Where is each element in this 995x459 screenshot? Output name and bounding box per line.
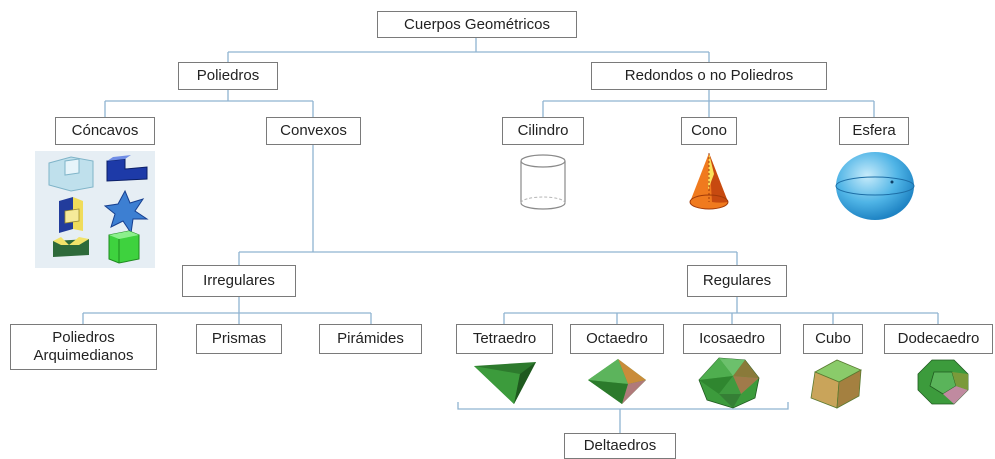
node-prismas: Prismas	[196, 324, 282, 354]
node-poliedros: Poliedros	[178, 62, 278, 90]
node-cilindro: Cilindro	[502, 117, 584, 145]
node-dodecaedro: Dodecaedro	[884, 324, 993, 354]
node-irregulares: Irregulares	[182, 265, 296, 297]
dodecahedron-illustration	[917, 359, 969, 405]
node-piramides: Pirámides	[319, 324, 422, 354]
node-icosaedro: Icosaedro	[683, 324, 781, 354]
arquimedianos-line2: Arquimedianos	[33, 347, 134, 364]
cube-illustration	[810, 359, 862, 409]
node-redondos: Redondos o no Poliedros	[591, 62, 827, 90]
octahedron-illustration	[588, 359, 646, 404]
sphere-illustration	[835, 152, 915, 220]
node-deltaedros: Deltaedros	[564, 433, 676, 459]
tetrahedron-illustration	[474, 362, 536, 404]
node-convexos: Convexos	[266, 117, 361, 145]
node-regulares: Regulares	[687, 265, 787, 297]
node-esfera: Esfera	[839, 117, 909, 145]
node-concavos: Cóncavos	[55, 117, 155, 145]
node-cubo: Cubo	[803, 324, 863, 354]
cylinder-illustration	[520, 154, 566, 210]
node-cono: Cono	[681, 117, 737, 145]
node-octaedro: Octaedro	[570, 324, 664, 354]
node-poliedros-arquimedianos: Poliedros Arquimedianos	[10, 324, 157, 370]
concave-polyhedra-illustration	[35, 151, 155, 268]
cone-illustration	[689, 153, 729, 210]
node-cuerpos-geometricos: Cuerpos Geométricos	[377, 11, 577, 38]
node-tetraedro: Tetraedro	[456, 324, 553, 354]
icosahedron-illustration	[698, 357, 760, 409]
arquimedianos-line1: Poliedros	[52, 329, 115, 346]
